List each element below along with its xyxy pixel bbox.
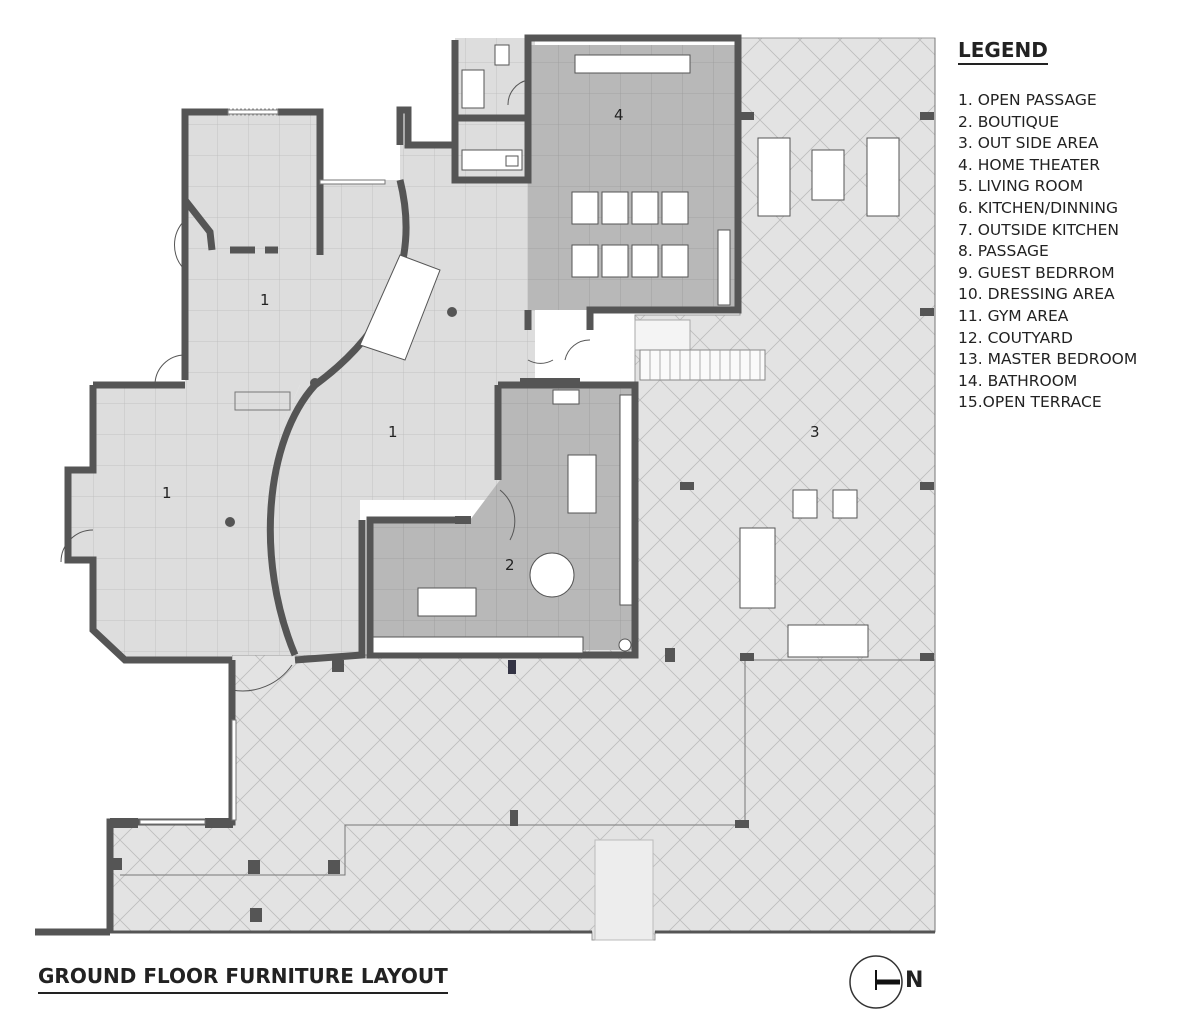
north-label: N — [905, 968, 924, 993]
legend-title: LEGEND — [958, 38, 1048, 65]
room-label-passage-a: 1 — [260, 291, 270, 309]
legend-item: 3. OUT SIDE AREA — [958, 134, 1099, 153]
legend-item: 7. OUTSIDE KITCHEN — [958, 220, 1119, 239]
terrace-lines — [120, 38, 936, 932]
legend-item: 2. BOUTIQUE — [958, 112, 1059, 131]
legend-list: 1. OPEN PASSAGE 2. BOUTIQUE 3. OUT SIDE … — [958, 90, 1137, 414]
walls — [35, 34, 935, 936]
legend-item: 6. KITCHEN/DINNING — [958, 198, 1118, 217]
home-theater-floor — [528, 45, 738, 310]
legend-item: 11. GYM AREA — [958, 306, 1069, 325]
legend-item: 5. LIVING ROOM — [958, 177, 1084, 196]
legend-item: 1. OPEN PASSAGE — [958, 91, 1097, 109]
columns — [110, 112, 934, 922]
legend-item: 15.OPEN TERRACE — [958, 393, 1102, 412]
room-label-home-theater: 4 — [614, 106, 624, 124]
legend-item: 13. MASTER BEDROOM — [958, 350, 1138, 369]
room-label-passage-b: 1 — [388, 423, 398, 441]
bathroom-fixtures — [461, 44, 523, 171]
legend-item: 4. HOME THEATER — [958, 155, 1101, 174]
theater-seating — [571, 54, 731, 306]
boutique-furniture — [372, 389, 633, 654]
passage-furniture — [225, 254, 457, 527]
north-arrow-icon — [849, 955, 903, 1009]
doors — [60, 79, 591, 692]
steps — [594, 319, 766, 941]
legend-item: 10. DRESSING AREA — [958, 285, 1115, 304]
legend-item: 8. PASSAGE — [958, 242, 1049, 261]
plan-title: GROUND FLOOR FURNITURE LAYOUT — [38, 963, 448, 994]
room-label-boutique: 2 — [505, 556, 515, 574]
windows — [139, 109, 386, 825]
legend-item: 14. BATHROOM — [958, 371, 1078, 390]
legend-item: 12. COUTYARD — [958, 328, 1073, 347]
room-label-outside-area: 3 — [810, 423, 820, 441]
outside-furniture — [739, 137, 900, 658]
room-label-passage-c: 1 — [162, 484, 172, 502]
legend-item: 9. GUEST BEDRROM — [958, 263, 1115, 282]
